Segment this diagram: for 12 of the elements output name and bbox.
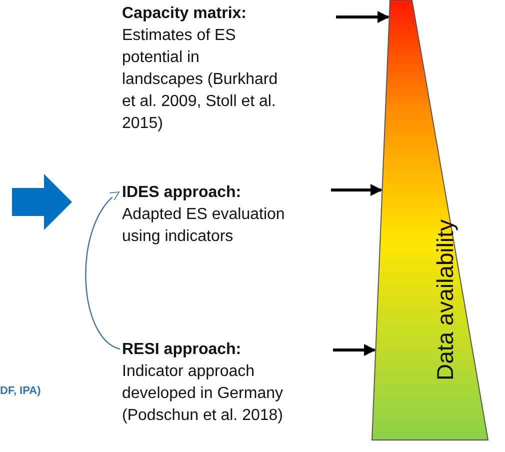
axis-label: Data availability <box>434 219 456 381</box>
curved-arrow <box>85 192 120 350</box>
heading: Capacity matrix: <box>122 4 246 24</box>
note: DF, IPA) <box>0 385 41 397</box>
heading: IDES approach: <box>122 183 242 203</box>
arrow <box>333 344 376 356</box>
arrow <box>336 11 390 23</box>
description: Indicator approach developed in Germany (Podschun et al. 2018) <box>122 362 284 426</box>
description: Estimates of ES potential in landscapes (Burkhard et al. 2009, Stoll et al. 2015) <box>122 26 279 134</box>
arrow <box>331 184 382 196</box>
description: Adapted ES evaluation using indicators <box>122 205 286 247</box>
heading: RESI approach: <box>122 340 242 360</box>
